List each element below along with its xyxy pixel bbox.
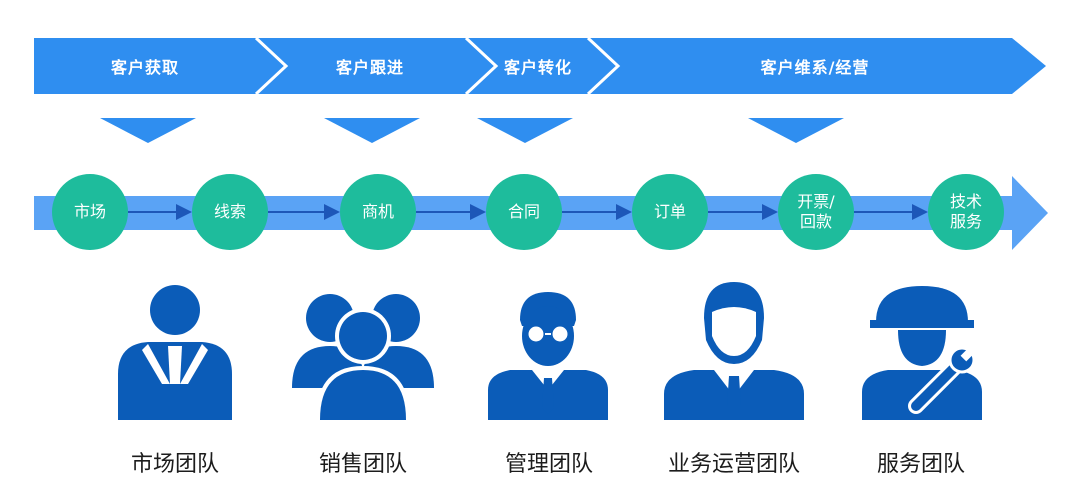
team-label-service: 服务团队	[876, 452, 965, 477]
pointer-acquisition	[100, 118, 196, 143]
node-label: 商机	[361, 202, 394, 221]
stage-customer-conversion: 客户转化	[503, 58, 572, 77]
stage-customer-followup: 客户跟进	[335, 58, 404, 77]
node-label: 合同	[507, 202, 540, 221]
node-label: 技术	[949, 192, 982, 211]
node-contract: 合同	[486, 174, 562, 250]
pointer-conversion	[477, 118, 573, 143]
stage-pointers	[100, 118, 844, 143]
team-label-operations: 业务运营团队	[667, 452, 800, 477]
node-market: 市场	[52, 174, 128, 250]
node-opportunity: 商机	[340, 174, 416, 250]
node-label: 订单	[653, 202, 686, 221]
stage-banner	[34, 36, 1046, 96]
node-label: 线索	[213, 202, 246, 221]
businessman-icon	[664, 282, 804, 420]
node-tech-service: 技术服务	[928, 174, 1004, 250]
person-icon	[118, 285, 232, 420]
node-label: 市场	[73, 202, 106, 221]
manager-glasses-icon	[488, 292, 608, 420]
node-invoice-payment: 开票/回款	[778, 174, 854, 250]
node-label: 开票/	[797, 192, 835, 211]
stage-customer-retention: 客户维系/经营	[760, 58, 870, 77]
pointer-retention	[748, 118, 844, 143]
worker-wrench-icon	[862, 286, 982, 420]
node-label-line2: 服务	[949, 212, 982, 231]
team-label-sales: 销售团队	[318, 452, 407, 477]
group-icon	[292, 294, 434, 420]
node-order: 订单	[632, 174, 708, 250]
node-leads: 线索	[192, 174, 268, 250]
team-label-management: 管理团队	[504, 452, 593, 477]
team-label-market: 市场团队	[130, 452, 219, 477]
node-label-line2: 回款	[799, 212, 832, 231]
pointer-followup	[324, 118, 420, 143]
stage-customer-acquisition: 客户获取	[110, 58, 179, 77]
